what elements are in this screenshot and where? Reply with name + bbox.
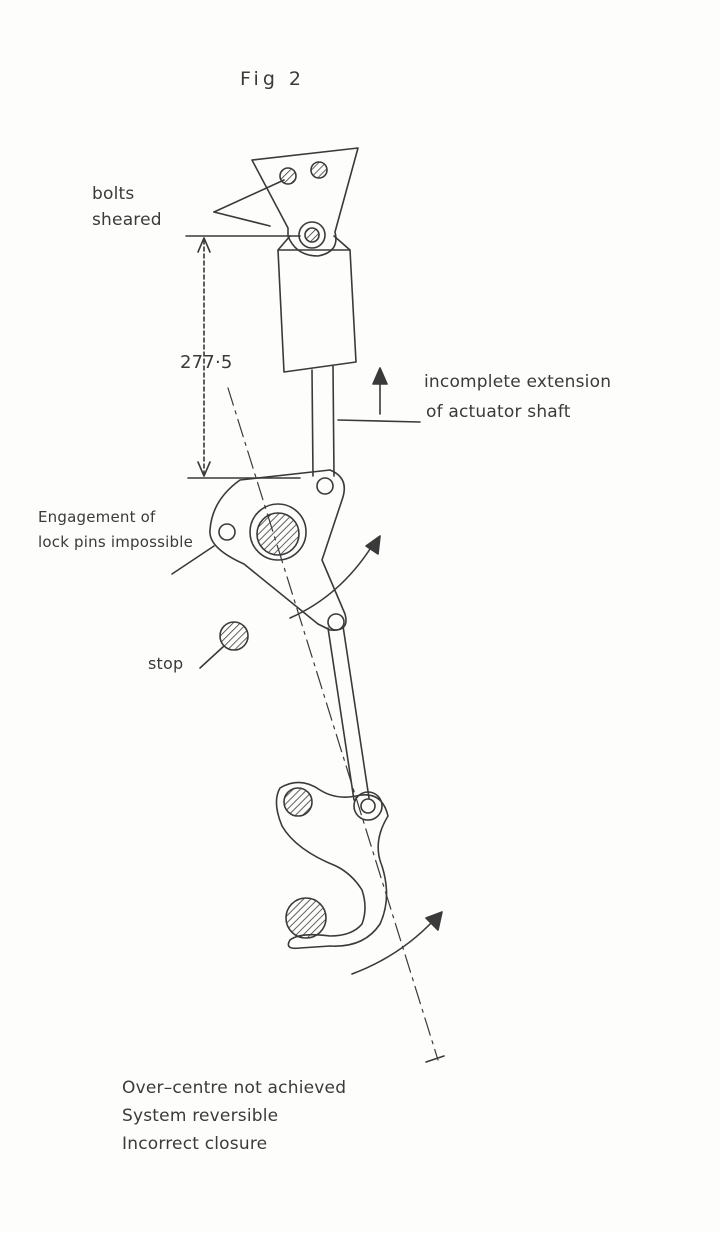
over-centre-line	[227, 387, 439, 1061]
note-line-2: System reversible	[122, 1106, 279, 1126]
note-line-1: Over–centre not achieved	[122, 1078, 347, 1098]
main-shaft-outer	[249, 503, 307, 561]
crank-rotation-arc	[289, 545, 373, 619]
actuator-body	[277, 249, 357, 373]
lock-pin-hole	[218, 523, 236, 541]
actuator-shaft-left	[311, 369, 314, 477]
engagement-leader	[171, 545, 215, 575]
hook-rod-pin	[360, 798, 376, 814]
lower-hook	[275, 781, 389, 950]
crank-top-pin	[316, 477, 334, 495]
main-shaft	[256, 512, 300, 556]
connecting-rod-left	[327, 627, 355, 801]
crank-plate	[209, 469, 347, 631]
bolts-label-line2: sheared	[92, 210, 162, 230]
engagement-label-line1: Engagement of	[38, 508, 156, 526]
extension-leader	[337, 419, 421, 423]
crank-lower-pin	[327, 613, 345, 631]
figure-title: Fig 2	[240, 68, 306, 90]
actuator-top-pin-outer	[298, 221, 326, 249]
extension-arrow-head	[372, 367, 388, 385]
stop-label: stop	[148, 654, 184, 673]
hook-rotation-arc	[351, 919, 435, 975]
bolts-leader-2	[213, 211, 271, 227]
actuator-shaft-right	[332, 365, 335, 477]
stop	[219, 621, 249, 651]
bolt-upper-right	[310, 161, 328, 179]
hook-rod-pin-outer	[353, 791, 383, 821]
connecting-rod-right	[342, 625, 370, 799]
bolts-label-line1: bolts	[92, 184, 135, 204]
stop-leader	[199, 645, 225, 669]
extension-label-line1: incomplete extension	[424, 372, 612, 392]
actuator-top-pin	[304, 227, 320, 243]
hook-lower-bolt	[285, 897, 327, 939]
bolts-leader-1	[213, 179, 285, 213]
engagement-label-line2: lock pins impossible	[38, 533, 194, 551]
dimension-label: 277·5	[180, 352, 233, 373]
note-line-3: Incorrect closure	[122, 1134, 268, 1154]
extension-label-line2: of actuator shaft	[426, 402, 571, 422]
upper-bracket	[251, 147, 359, 257]
hook-upper-bolt	[283, 787, 313, 817]
